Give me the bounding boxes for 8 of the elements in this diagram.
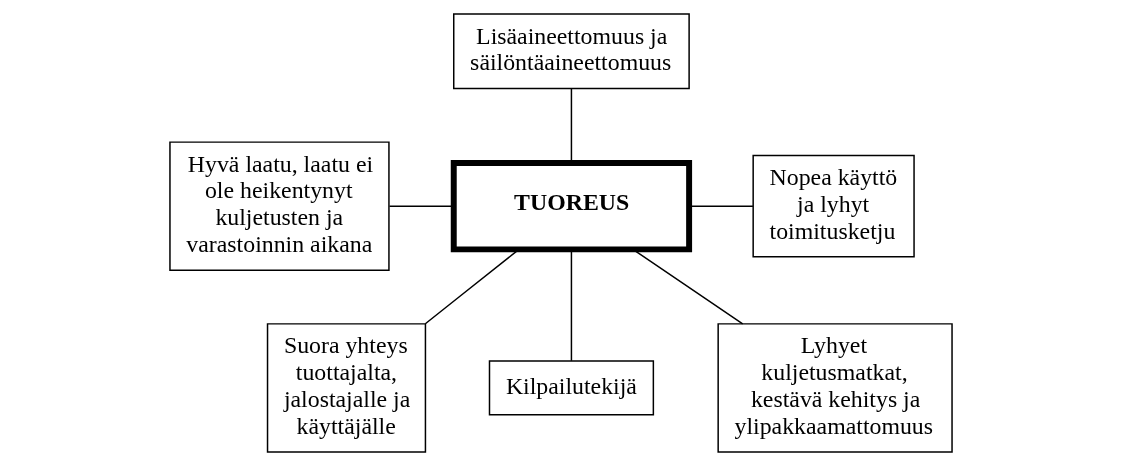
node-box: Lisäaineettomuus ja säilöntäaineettomuus (452, 13, 690, 90)
node-box: Suora yhteys tuottajalta, jalostajalle ja käyttäjälle (266, 323, 426, 453)
node-box: Kilpailutekijä (488, 360, 654, 416)
node-box: Lyhyet kuljetusmatkat, kestävä kehitys ja ylipakkaamattomuus (716, 323, 953, 453)
node-box: TUOREUS (450, 160, 692, 253)
connector (388, 205, 454, 207)
node-box: Hyvä laatu, laatu ei ole heikentynyt kuljetusten ja varastoinnin aikana (168, 141, 390, 271)
node-box: Nopea käyttö ja lyhyt toimitusketju (751, 154, 915, 258)
